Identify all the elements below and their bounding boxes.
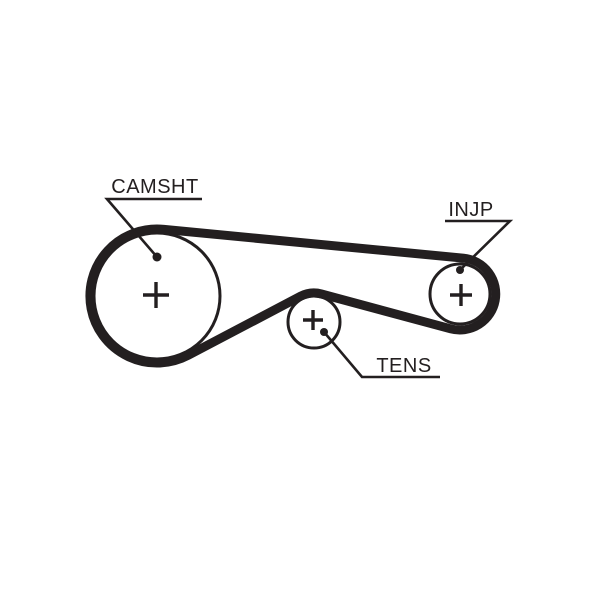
camshaft-label: CAMSHT	[111, 176, 198, 198]
injection-pump-leader-dot	[456, 266, 464, 274]
camshaft-leader-line	[104, 197, 202, 258]
injection-pump-leader-line	[445, 219, 514, 271]
injection-pump-label: INJP	[448, 199, 493, 221]
tensioner-plus-icon	[303, 310, 323, 330]
injection-pump-plus-icon	[450, 284, 472, 306]
camshaft-leader-dot	[152, 252, 162, 262]
timing-belt-path	[85, 224, 501, 368]
tensioner-label: TENS	[376, 355, 431, 377]
tensioner-leader-line	[323, 331, 440, 379]
tensioner-leader-dot	[320, 328, 328, 336]
camshaft-plus-icon	[143, 282, 169, 308]
